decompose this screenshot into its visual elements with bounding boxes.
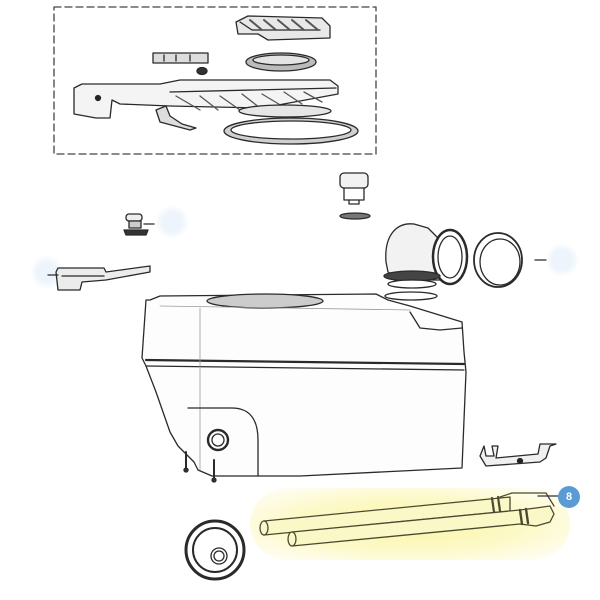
- indicator-plug-icon: [339, 172, 371, 220]
- indicator-strip-icon: [152, 52, 209, 64]
- kit-box: [53, 6, 377, 155]
- valve-blade-icon: [73, 79, 339, 131]
- callout-label: 8: [565, 491, 573, 503]
- waste-tank-icon: [141, 293, 467, 483]
- wheel-icon: [184, 519, 246, 581]
- valve-cover-icon: [235, 15, 331, 41]
- vent-plug-icon: [123, 213, 155, 236]
- elbow-spout-icon: [383, 223, 469, 301]
- bracket-icon: [479, 443, 557, 467]
- tube-pair-icon: [259, 492, 555, 547]
- ghost-callout: [155, 205, 189, 239]
- spout-cap-icon: [473, 232, 547, 288]
- handle-icon: [47, 265, 151, 291]
- callout-badge-8[interactable]: 8: [558, 486, 580, 508]
- ghost-callout: [545, 243, 579, 277]
